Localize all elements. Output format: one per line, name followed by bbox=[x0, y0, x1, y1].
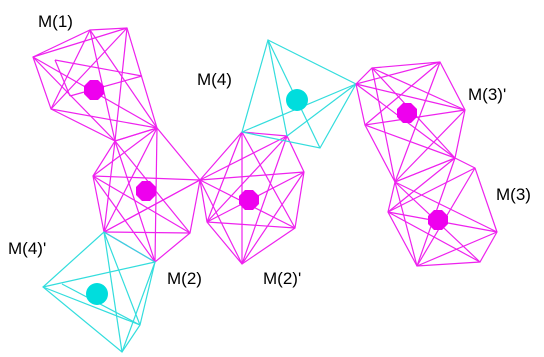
m2-atom bbox=[136, 181, 156, 201]
m2-prime-octahedron bbox=[199, 131, 305, 265]
m4-prime-atom bbox=[86, 283, 108, 305]
m4-atom bbox=[286, 89, 308, 111]
m1-atom bbox=[84, 80, 104, 100]
m4-prime-tetrahedron bbox=[42, 231, 156, 353]
label-m3-prime: M(3)' bbox=[468, 85, 506, 104]
m3-prime-octahedron bbox=[355, 61, 466, 183]
m4-tetrahedron bbox=[241, 39, 357, 149]
m3-prime-atom bbox=[397, 103, 417, 123]
m1-octahedron bbox=[32, 27, 158, 142]
label-m4-prime: M(4)' bbox=[8, 239, 46, 258]
label-m2-prime: M(2)' bbox=[263, 269, 301, 288]
label-m1: M(1) bbox=[38, 12, 73, 31]
label-m3: M(3) bbox=[496, 185, 531, 204]
m3-octahedron bbox=[387, 157, 498, 267]
m2-prime-atom bbox=[239, 190, 259, 210]
m3-atom bbox=[428, 210, 448, 230]
label-m2: M(2) bbox=[167, 269, 202, 288]
label-m4: M(4) bbox=[197, 70, 232, 89]
m2-octahedron bbox=[92, 127, 201, 263]
